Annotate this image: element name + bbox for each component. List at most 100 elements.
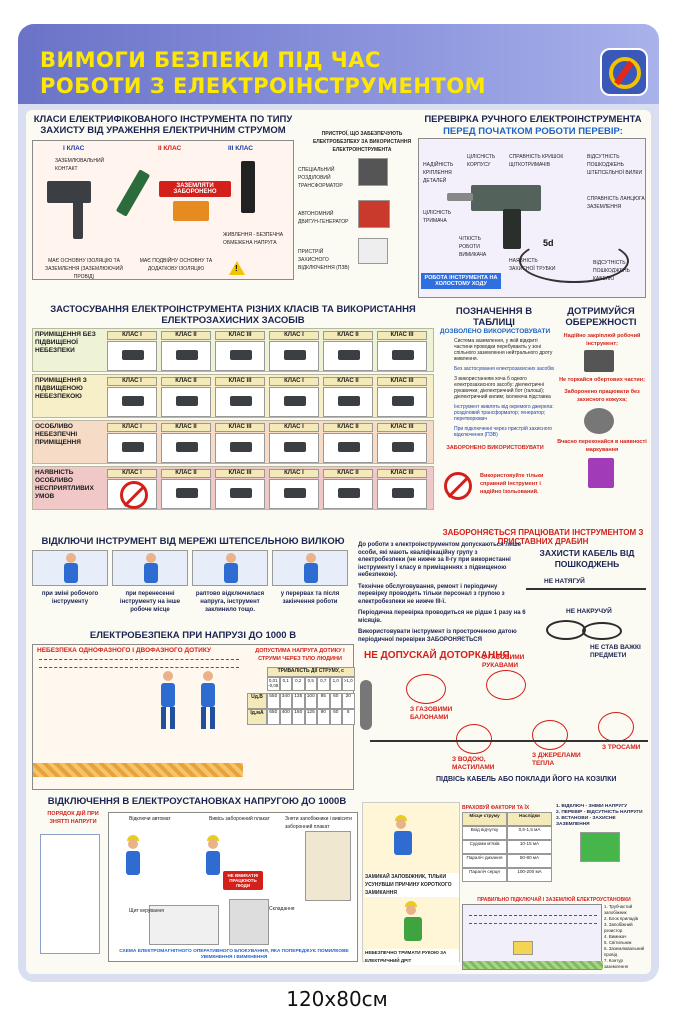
shield-label: Щит керування (129, 908, 165, 914)
touch-table-title: ДОПУСТИМА НАПРУГА ДОТИКУ І СТРУМИ ЧЕРЕЗ … (255, 648, 345, 662)
usage-icon-cell (107, 433, 157, 463)
hang-cable-label: ПІДВІСЬ КАБЕЛЬ АБО ПОКЛАДИ ЙОГО НА КОЗІЛ… (436, 776, 617, 783)
usage-icon-cell (323, 387, 373, 417)
usage-class-cell: КЛАС I (107, 469, 157, 478)
shield-cabinet-icon (149, 905, 219, 945)
touch-title: НЕ ДОПУСКАЙ ДОТОРКАННЯ (364, 650, 510, 661)
usage-icon-cell (377, 387, 427, 417)
distance-label: 5d (543, 238, 554, 248)
no-heavy-label: НЕ СТАВ ВАЖКІ ПРЕДМЕТИ (590, 644, 641, 659)
voltage-cell: 20 (342, 693, 355, 709)
unplug-caption: раптово відключилася напруга, інструмент… (195, 591, 265, 613)
phase-touch-label: НЕБЕЗПЕКА ОДНОФАЗНОГО І ДВОФАЗНОГО ДОТИК… (37, 647, 211, 654)
drill-icon (176, 350, 198, 360)
ground-hatch-icon (33, 763, 243, 777)
usage-row: НАЯВНІСТЬ ОСОБЛИВО НЕСПРИЯТЛИВИХ УМОВ КЛА… (32, 466, 434, 510)
usage-class-cell: КЛАС II (323, 469, 373, 478)
usage-class-cell: КЛАС II (161, 469, 211, 478)
usage-class-cell: КЛАС II (323, 377, 373, 386)
twisted-cable-icon (582, 622, 622, 640)
touch-gas-cylinders: З ГАЗОВИМИ БАЛОНАМИ (410, 706, 453, 721)
touch-ropes: З ТРОСАМИ (602, 744, 641, 751)
usage-icon-cell (269, 341, 319, 371)
usage-class-cell: КЛАС III (377, 331, 427, 340)
hazard-ring-icon (598, 712, 634, 742)
voltage-cell: 6 (342, 709, 355, 725)
hazard-ring-icon (406, 674, 446, 704)
usage-row-label: ОСОБЛИВО НЕБЕЗПЕЧНІ ПРИМІЩЕННЯ (35, 423, 81, 446)
worker-figure-icon (219, 553, 243, 587)
phase-line-icon (39, 659, 239, 660)
unplug-caption: при перенесенні інструменту на інше робо… (119, 591, 181, 613)
rules-section: До роботи з електроінструментом допускаю… (358, 542, 526, 662)
legend-section: ПОЗНАЧЕННЯ В ТАБЛИЦІ ДОЗВОЛЕНО ВИКОРИСТО… (436, 306, 554, 526)
voltage-cell: 160 (292, 709, 305, 725)
touch-water: З ВОДОЮ, МАСТИЛАМИ (452, 756, 495, 771)
drill-icon (338, 350, 360, 360)
factor-cell: Параліч серця (462, 868, 507, 882)
usage-icon-cell (161, 479, 211, 509)
check-item: НАЯВНІСТЬ ЗАХИСНОЇ ТРУБКИ (509, 258, 556, 272)
observe-item2: Не торкайся обертових частин; (559, 377, 645, 383)
step-poster: Вивісь заборонний плакат (209, 816, 270, 822)
drill-icon (392, 396, 414, 406)
duration-cell: 0,01 -0,08 (267, 677, 280, 691)
observe-item3: Заборонено працювати без захисного кожух… (564, 389, 640, 403)
no-pull-label: НЕ НАТЯГУЙ (544, 578, 585, 585)
usage-class-cell: КЛАС I (269, 331, 319, 340)
legend-allowed: ДОЗВОЛЕНО ВИКОРИСТОВУВАТИ (439, 328, 551, 335)
unplug-section: ВІДКЛЮЧИ ІНСТРУМЕНТ ВІД МЕРЕЖІ ШТЕПСЕЛЬН… (32, 536, 354, 626)
shutdown-title: ВІДКЛЮЧЕННЯ В ЕЛЕКТРОУСТАНОВКАХ НАПРУГОЮ… (47, 796, 347, 807)
touch-heat: З ДЖЕРЕЛАМИ ТЕПЛА (532, 752, 581, 767)
factor-cell: 100-200 мА (507, 868, 552, 882)
usage-icon-cell (377, 341, 427, 371)
electrician-icon (393, 899, 433, 959)
class3-tool-icon (241, 161, 255, 213)
warning-triangle-icon (229, 261, 245, 275)
legend-item5: При підключенні через пристрій захисного… (454, 426, 553, 438)
prohibited-icon (120, 481, 148, 509)
usage-icon-cell (161, 433, 211, 463)
poster-size: 120x80см (286, 987, 388, 1011)
drill-icon (176, 488, 198, 498)
check-item: ВІДСУТНІСТЬ ПОШКОДЖЕНЬ КАБЕЛЮ (593, 260, 630, 282)
drill-icon (230, 396, 252, 406)
usage-icon-cell (161, 387, 211, 417)
scheme-legend-item: 5. Світильник (604, 940, 632, 945)
touch-gas-hoses: З ГАЗОВИМИ РУКАВАМИ (482, 654, 525, 669)
worker-figure-icon (299, 553, 323, 587)
step-disconnect: Відключи автомат (129, 816, 171, 822)
hazard-ring-icon (456, 724, 492, 754)
usage-class-cell: КЛАС I (269, 423, 319, 432)
factor-cell: 0,6-1,5 мА (507, 826, 552, 840)
factor-cell: Місце струму (462, 812, 507, 826)
legend-forbidden: ЗАБОРОНЕНО ВИКОРИСТОВУВАТИ (446, 445, 544, 451)
hazard-ring-icon (486, 670, 526, 700)
drill-grip-icon (503, 209, 521, 249)
cable-title: ЗАХИСТИ КАБЕЛЬ ВІД ПОШКОДЖЕНЬ (539, 548, 635, 569)
class1-label: I КЛАС (63, 145, 85, 152)
usage-icon-cell (215, 341, 265, 371)
factors-section: ВРАХОВУЙ ФАКТОРИ ТА ЇХ НАСЛІДКИ Місце ст… (462, 804, 648, 974)
check-subtitle: ПЕРЕД ПОЧАТКОМ РОБОТИ ПЕРЕВІР: (443, 126, 623, 137)
drill-icon (176, 396, 198, 406)
ground-contact-label: ЗАЗЕМЛЮВАЛЬНИЙ КОНТАКТ (55, 158, 105, 172)
gas-cylinder-icon (360, 680, 372, 730)
class1-caption: МАЄ ОСНОВНУ ІЗОЛЯЦІЮ ТА ЗАЗЕМЛЕННЯ (ЗАЗЕ… (45, 258, 123, 280)
ladder-warning: ЗАБОРОНЯЄТЬСЯ ПРАЦЮВАТИ ІНСТРУМЕНТОМ З П… (442, 528, 644, 546)
class2-grinder-icon (115, 169, 151, 217)
device-generator-label: АВТОНОМНИЙ ДВИГУН-ГЕНЕРАТОР (298, 211, 349, 225)
usage-icon-cell (323, 433, 373, 463)
legend-title: ПОЗНАЧЕННЯ В ТАБЛИЦІ (455, 306, 533, 328)
electrician-icon (199, 833, 229, 893)
factor-cell: Наслідки (507, 812, 552, 826)
usage-class-cell: КЛАС I (107, 423, 157, 432)
drill-handle-icon (73, 201, 83, 239)
unplug-title: ВІДКЛЮЧИ ІНСТРУМЕНТ ВІД МЕРЕЖІ ШТЕПСЕЛЬН… (41, 536, 345, 547)
no-twist-label: НЕ НАКРУЧУЙ (566, 608, 612, 615)
usage-row-label: НАЯВНІСТЬ ОСОБЛИВО НЕСПРИЯТЛИВИХ УМОВ (35, 469, 94, 500)
rule-3: Періодична перевірка проводиться не рідш… (358, 610, 526, 624)
